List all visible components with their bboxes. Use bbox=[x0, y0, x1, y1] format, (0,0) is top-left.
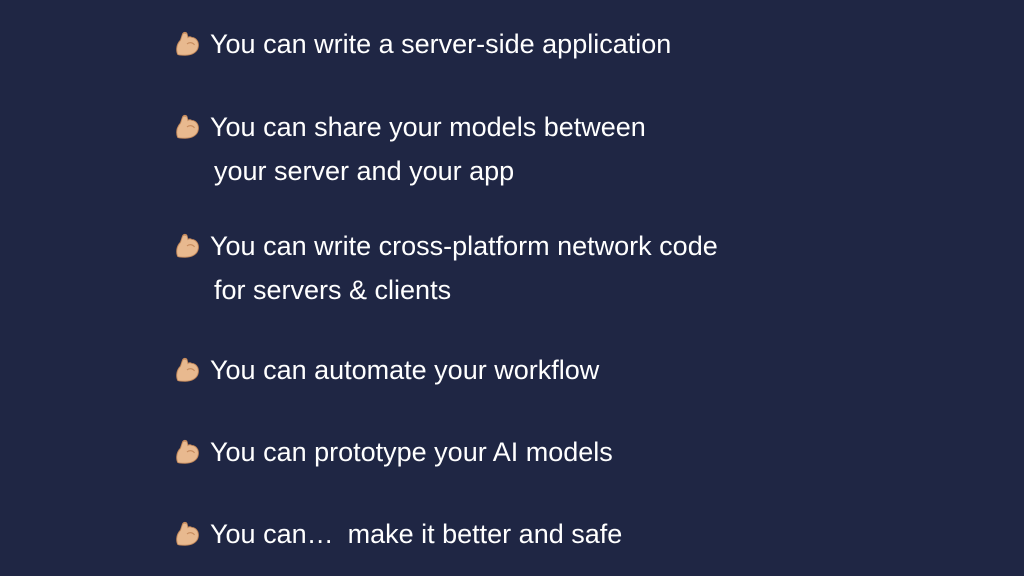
bullet-continuation-line: your server and your app bbox=[172, 149, 932, 193]
bullet-item: You can… make it better and safe bbox=[172, 512, 932, 556]
flexed-biceps-icon bbox=[172, 355, 202, 385]
bullet-addendum: make it better and safe bbox=[347, 519, 623, 549]
bullet-text: your server and your app bbox=[214, 156, 515, 186]
flexed-biceps-icon bbox=[172, 231, 202, 261]
bullet-line: You can… make it better and safe bbox=[172, 512, 932, 556]
bullet-text: You can… bbox=[210, 519, 334, 549]
flexed-biceps-icon bbox=[172, 29, 202, 59]
bullet-line: You can share your models between bbox=[172, 105, 932, 149]
flexed-biceps-icon bbox=[172, 437, 202, 467]
bullet-text: You can write cross-platform network cod… bbox=[210, 231, 718, 261]
bullet-item: You can automate your workflow bbox=[172, 348, 932, 392]
bullet-item: You can write cross-platform network cod… bbox=[172, 224, 932, 312]
bullet-text: for servers & clients bbox=[214, 275, 452, 305]
bullet-line: You can prototype your AI models bbox=[172, 430, 932, 474]
bullet-item: You can write a server-side application bbox=[172, 22, 932, 66]
bullet-continuation-line: for servers & clients bbox=[172, 268, 932, 312]
bullet-item: You can share your models between your s… bbox=[172, 105, 932, 193]
bullet-line: You can write cross-platform network cod… bbox=[172, 224, 932, 268]
bullet-text: You can prototype your AI models bbox=[210, 437, 613, 467]
bullet-text: You can automate your workflow bbox=[210, 355, 600, 385]
bullet-text: You can share your models between bbox=[210, 112, 646, 142]
bullet-line: You can automate your workflow bbox=[172, 348, 932, 392]
bullet-item: You can prototype your AI models bbox=[172, 430, 932, 474]
bullet-text: You can write a server-side application bbox=[210, 29, 672, 59]
bullet-line: You can write a server-side application bbox=[172, 22, 932, 66]
flexed-biceps-icon bbox=[172, 519, 202, 549]
flexed-biceps-icon bbox=[172, 112, 202, 142]
